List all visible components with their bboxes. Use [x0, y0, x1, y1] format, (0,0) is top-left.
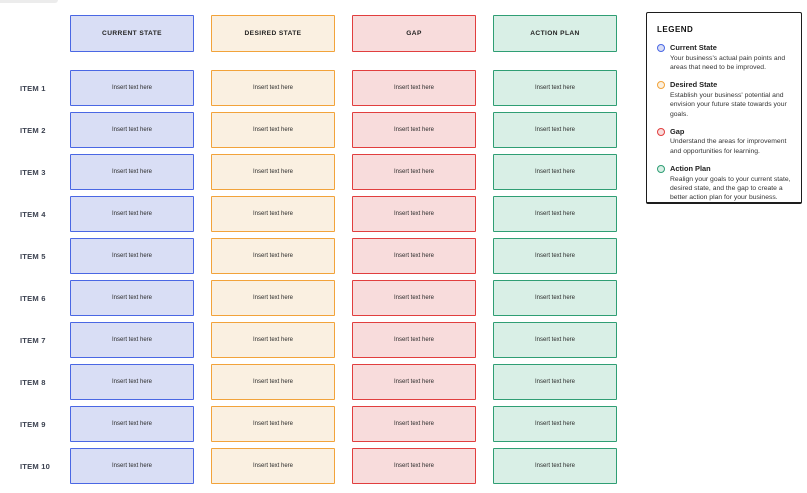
legend-entry-label: Desired State: [670, 80, 718, 90]
cell-action-plan-row-2[interactable]: Insert text here: [493, 112, 617, 148]
cell-action-plan-row-1[interactable]: Insert text here: [493, 70, 617, 106]
cell-current-state-row-5[interactable]: Insert text here: [70, 238, 194, 274]
cell-desired-state-row-3[interactable]: Insert text here: [211, 154, 335, 190]
column-header-desired-state[interactable]: DESIRED STATE: [211, 15, 335, 52]
cell-action-plan-row-10[interactable]: Insert text here: [493, 448, 617, 484]
row-label: ITEM 2: [20, 125, 46, 135]
cell-gap-row-9[interactable]: Insert text here: [352, 406, 476, 442]
desired-state-bullet-icon: [657, 81, 665, 90]
row-label: ITEM 5: [20, 251, 46, 261]
legend-entry-label: Gap: [670, 126, 685, 136]
cell-desired-state-row-9[interactable]: Insert text here: [211, 406, 335, 442]
column-header-action-plan[interactable]: ACTION PLAN: [493, 15, 617, 52]
cell-current-state-row-8[interactable]: Insert text here: [70, 364, 194, 400]
cell-current-state-row-10[interactable]: Insert text here: [70, 448, 194, 484]
cell-action-plan-row-6[interactable]: Insert text here: [493, 280, 617, 316]
row-label: ITEM 1: [20, 83, 46, 93]
cell-gap-row-3[interactable]: Insert text here: [352, 154, 476, 190]
cell-action-plan-row-8[interactable]: Insert text here: [493, 364, 617, 400]
cell-current-state-row-4[interactable]: Insert text here: [70, 196, 194, 232]
column-header-gap[interactable]: GAP: [352, 15, 476, 52]
cell-gap-row-6[interactable]: Insert text here: [352, 280, 476, 316]
cell-action-plan-row-5[interactable]: Insert text here: [493, 238, 617, 274]
row-label: ITEM 7: [20, 335, 46, 345]
cell-action-plan-row-9[interactable]: Insert text here: [493, 406, 617, 442]
legend-entry-label: Action Plan: [670, 164, 711, 174]
cell-current-state-row-9[interactable]: Insert text here: [70, 406, 194, 442]
cell-action-plan-row-4[interactable]: Insert text here: [493, 196, 617, 232]
legend-title: LEGEND: [657, 25, 694, 34]
current-state-bullet-icon: [657, 44, 665, 52]
row-label: ITEM 4: [20, 209, 46, 219]
cell-gap-row-10[interactable]: Insert text here: [352, 448, 476, 484]
cell-desired-state-row-8[interactable]: Insert text here: [211, 364, 335, 400]
row-label: ITEM 10: [20, 461, 51, 471]
cell-gap-row-2[interactable]: Insert text here: [352, 112, 476, 148]
action-plan-bullet-icon: [657, 165, 665, 174]
legend-entry-description: Your business's actual pain points and a…: [670, 54, 786, 71]
cell-desired-state-row-7[interactable]: Insert text here: [211, 322, 335, 358]
legend-entry-label: Current State: [670, 43, 717, 52]
top-left-partial-element: [0, 0, 58, 3]
cell-current-state-row-6[interactable]: Insert text here: [70, 280, 194, 316]
cell-gap-row-4[interactable]: Insert text here: [352, 196, 476, 232]
column-header-current-state[interactable]: CURRENT STATE: [70, 15, 194, 52]
cell-action-plan-row-7[interactable]: Insert text here: [493, 322, 617, 358]
gap-bullet-icon: [657, 127, 665, 136]
cell-desired-state-row-5[interactable]: Insert text here: [211, 238, 335, 274]
row-label: ITEM 3: [20, 167, 46, 177]
cell-gap-row-7[interactable]: Insert text here: [352, 322, 476, 358]
cell-desired-state-row-2[interactable]: Insert text here: [211, 112, 335, 148]
cell-current-state-row-2[interactable]: Insert text here: [70, 112, 194, 148]
legend-entry-description: Understand the areas for improvement and…: [670, 138, 787, 155]
legend-entry-description: Establish your business' potential and e…: [670, 91, 787, 118]
cell-current-state-row-7[interactable]: Insert text here: [70, 322, 194, 358]
cell-action-plan-row-3[interactable]: Insert text here: [493, 154, 617, 190]
cell-current-state-row-1[interactable]: Insert text here: [70, 70, 194, 106]
cell-gap-row-5[interactable]: Insert text here: [352, 238, 476, 274]
cell-current-state-row-3[interactable]: Insert text here: [70, 154, 194, 190]
cell-desired-state-row-6[interactable]: Insert text here: [211, 280, 335, 316]
row-label: ITEM 6: [20, 293, 46, 303]
cell-desired-state-row-1[interactable]: Insert text here: [211, 70, 335, 106]
row-label: ITEM 8: [20, 377, 46, 387]
cell-gap-row-8[interactable]: Insert text here: [352, 364, 476, 400]
cell-gap-row-1[interactable]: Insert text here: [352, 70, 476, 106]
row-label: ITEM 9: [20, 419, 46, 429]
legend-entry-description: Realign your goals to your current state…: [670, 175, 791, 202]
cell-desired-state-row-4[interactable]: Insert text here: [211, 196, 335, 232]
cell-desired-state-row-10[interactable]: Insert text here: [211, 448, 335, 484]
